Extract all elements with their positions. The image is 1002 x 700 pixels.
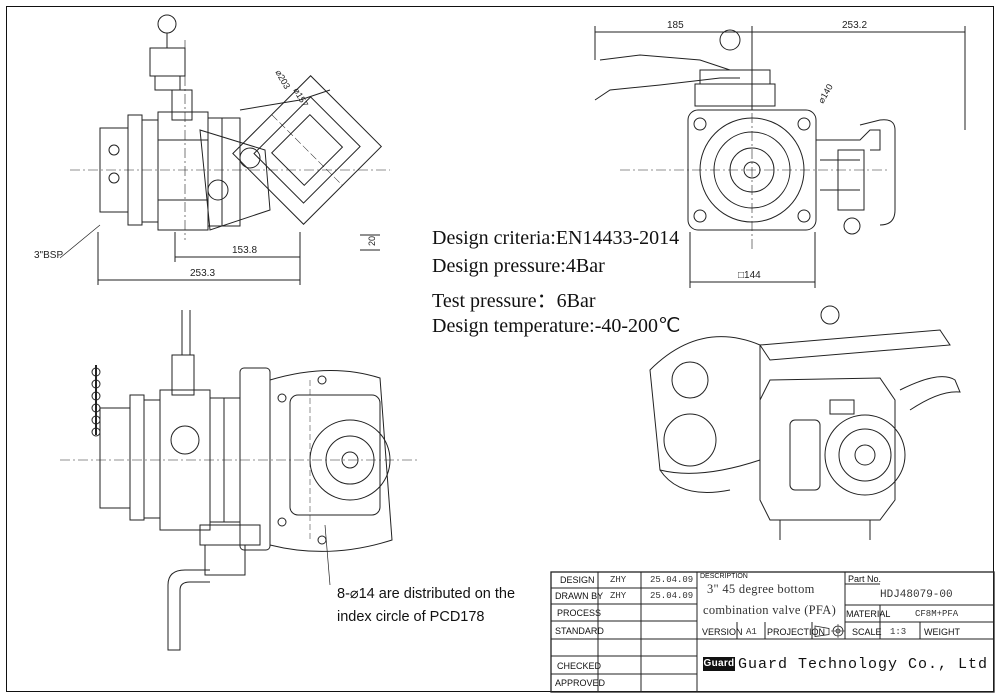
approved-label: APPROVED — [555, 678, 606, 688]
note-line-2: index circle of PCD178 — [337, 609, 485, 625]
part-no: HDJ48079-00 — [880, 589, 953, 601]
company-logo: Guard — [703, 657, 735, 671]
material-label: MATERIAL — [846, 609, 891, 619]
part-no-label: Part No. — [848, 574, 882, 584]
drawing-frame — [6, 6, 994, 692]
scale: 1:3 — [890, 627, 907, 637]
note-line-1: 8-⌀14 are distributed on the — [337, 586, 516, 602]
drawn-by-label: DRAWN BY — [555, 591, 604, 601]
checked-label: CHECKED — [557, 661, 602, 671]
version: A1 — [746, 627, 757, 637]
dim-253-3: 253.3 — [190, 268, 216, 279]
projection-label: PROJECTION — [767, 627, 826, 637]
front-view — [594, 26, 966, 288]
weight-label: WEIGHT — [924, 627, 960, 637]
process-label: PROCESS — [557, 608, 602, 618]
design-pressure: Design pressure:4Bar — [432, 255, 605, 277]
dim-153-8: 153.8 — [232, 245, 258, 256]
drawn-by-date: 25.04.09 — [650, 591, 694, 601]
isometric-view — [649, 305, 961, 540]
material: CF8M+PFA — [915, 609, 959, 619]
test-pressure: Test pressure：6Bar — [432, 290, 596, 312]
dim-253-2: 253.2 — [842, 20, 868, 31]
version-label: VERSION — [702, 627, 743, 637]
design-label: DESIGN — [560, 575, 595, 585]
company-name: Guard Technology Co., Ltd — [738, 656, 989, 673]
top-view — [60, 310, 420, 651]
design-date: 25.04.09 — [650, 575, 694, 585]
dim-bsp: 3"BSP — [34, 250, 64, 261]
design-temperature: Design temperature:-40-200℃ — [432, 315, 681, 337]
side-view — [59, 14, 390, 285]
dim-185: 185 — [667, 20, 684, 31]
dim-20: 20 — [367, 235, 377, 246]
title-block-grid — [550, 571, 995, 693]
scale-label: SCALE — [852, 627, 882, 637]
description-line-2: combination valve (PFA) — [703, 603, 837, 617]
design-name: ZHY — [610, 575, 627, 585]
standard-label: STANDARD — [555, 626, 604, 636]
design-criteria: Design criteria:EN14433-2014 — [432, 227, 680, 249]
dim-144: □144 — [738, 270, 761, 281]
drawn-by-name: ZHY — [610, 591, 627, 601]
description-label: DESCRIPTION — [700, 573, 748, 580]
description-line-1: 3" 45 degree bottom — [707, 582, 815, 596]
